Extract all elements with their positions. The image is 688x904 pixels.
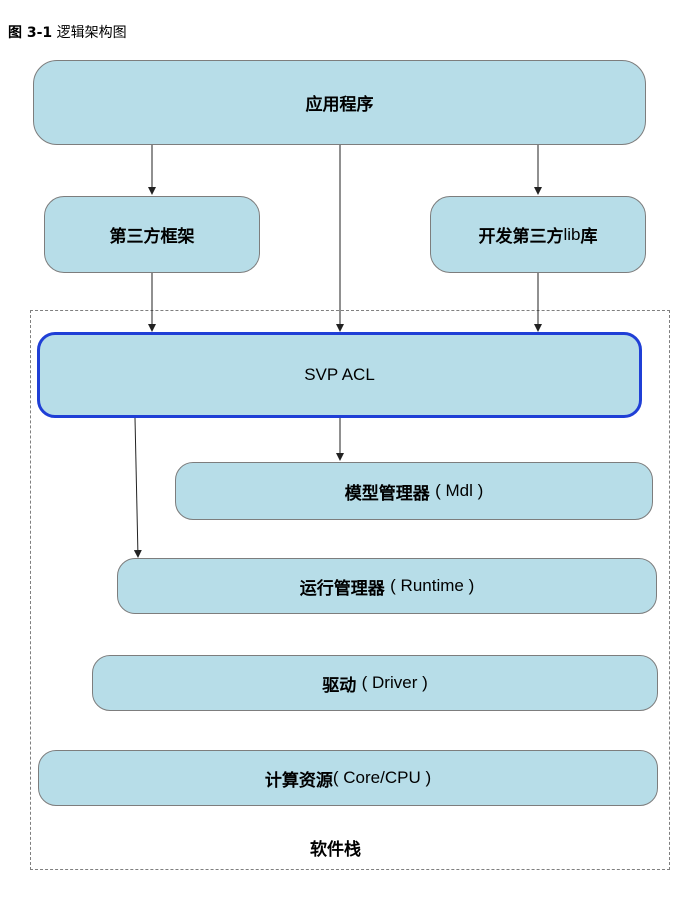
runtime-box: 运行管理器 ( Runtime ) xyxy=(117,558,657,614)
caption-title: 逻辑架构图 xyxy=(56,25,127,41)
caption-number: 图 3-1 xyxy=(8,25,53,41)
mdl-label-cn: 模型管理器 xyxy=(344,483,430,504)
arrow-acl-to-runtime xyxy=(133,417,142,558)
mdl-box: 模型管理器 ( Mdl ) xyxy=(175,462,653,520)
devlib-label-cn2: 库 xyxy=(580,227,598,247)
software-stack-frame xyxy=(30,310,670,870)
driver-label-en: ( Driver ) xyxy=(361,673,428,692)
framework-box: 第三方框架 xyxy=(44,196,260,273)
driver-label-cn: 驱动 xyxy=(322,675,357,696)
devlib-label-cn: 开发第三方 xyxy=(478,227,564,247)
devlib-label-en: lib xyxy=(563,224,581,244)
compute-label-cn: 计算资源 xyxy=(264,770,333,791)
compute-label-en: ( Core/CPU ) xyxy=(332,768,432,787)
mdl-label-en: ( Mdl ) xyxy=(435,481,484,500)
app-label: 应用程序 xyxy=(305,95,374,115)
runtime-label-en: ( Runtime ) xyxy=(390,576,475,595)
app-box: 应用程序 xyxy=(33,60,646,145)
figure-caption: 图 3-1 逻辑架构图 xyxy=(8,22,127,42)
svp-acl-box: SVP ACL xyxy=(37,332,642,418)
framework-label: 第三方框架 xyxy=(109,227,195,247)
svp-acl-label: SVP ACL xyxy=(304,365,375,384)
compute-box: 计算资源( Core/CPU ) xyxy=(38,750,658,806)
driver-box: 驱动 ( Driver ) xyxy=(92,655,658,711)
runtime-label-cn: 运行管理器 xyxy=(299,578,385,599)
software-stack-label: 软件栈 xyxy=(310,840,361,860)
